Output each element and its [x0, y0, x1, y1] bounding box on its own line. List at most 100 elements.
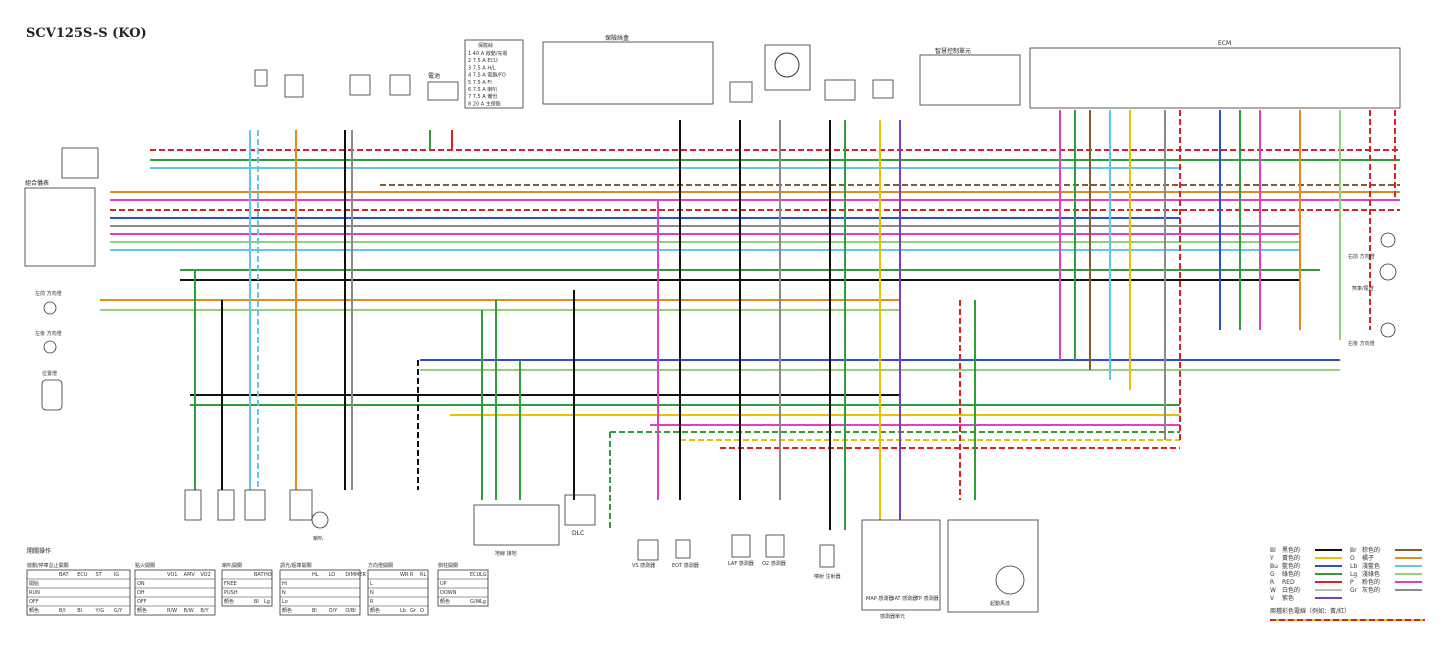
legend-name: 藍色的 [1282, 562, 1300, 570]
sensor-unit [861, 519, 941, 611]
dimmer-switch [61, 147, 99, 179]
dlc-label: DLC [572, 530, 584, 537]
right-components: 右前 方向燈 煞車/尾燈 右後 方向燈 [1348, 232, 1397, 347]
ecm-box [1029, 47, 1401, 109]
left-front-turn-lamp [43, 301, 57, 315]
switch-row-label: Lo [282, 599, 288, 605]
legend-code: Lg [1350, 571, 1357, 578]
left-rear-turn-lamp [43, 340, 57, 354]
battery-box [427, 81, 459, 101]
legend-code: G [1270, 571, 1275, 578]
legend-item: G 綠色的 [1270, 570, 1342, 578]
legend-item: Lb 淺藍色 [1350, 562, 1422, 570]
brake-switch-left [349, 74, 371, 96]
iat-sensor-label: IAT 感測器 [893, 595, 917, 602]
bottom-components: 喇叭 地線 接地 DLC VS 感測器 EOT 感測器 LAF 感測器 O2 感… [184, 489, 1039, 620]
switch-row-label: ON [137, 581, 145, 587]
switch-row-label: 顏色 [29, 607, 39, 614]
legend-item: Y 黃色的 [1269, 554, 1342, 562]
fuse-row: 3 7.5 A H/L [468, 65, 496, 71]
legend-code: P [1350, 579, 1354, 586]
legend-item: Lg 淺綠色 [1350, 570, 1422, 578]
fuse-row: 5 7.5 A FI [468, 80, 492, 86]
injector-label: 噴射 注射器 [814, 573, 841, 580]
switch-color-code: Gr [410, 608, 417, 614]
switch-col-header: AMV [184, 572, 196, 578]
fuse-row: 1 40 A 啟動/充電 [468, 50, 507, 57]
fuse-row: 4 7.5 A 電鎖/FO [468, 72, 506, 79]
legend-code: Lb [1350, 563, 1357, 570]
switch-conn-4 [289, 489, 313, 521]
switch-col-header: VO1 [167, 572, 177, 578]
legend-code: V [1270, 595, 1275, 602]
switch-row-label: FREE [224, 581, 237, 587]
right-rear-turn-lamp [1380, 322, 1396, 338]
switch-color-code: B/Y [200, 608, 209, 614]
switch-row-label: 顏色 [137, 607, 147, 614]
switch-row-label: DOWN [440, 590, 457, 596]
vs-sensor-label: VS 感測器 [632, 562, 655, 569]
switch-row-label: N [282, 590, 286, 596]
switch-conn-1 [184, 489, 202, 521]
switch-color-code: B/I [59, 608, 66, 614]
headlight-connector [254, 69, 268, 87]
sensor-unit-label: 感測器單元 [880, 613, 905, 620]
switch-row-label: OFF [137, 599, 147, 605]
legend-item: R RED [1270, 579, 1342, 586]
injector [819, 544, 835, 568]
switch-color-code: G/Y [114, 608, 124, 614]
right-front-turn-lamp [1380, 232, 1396, 248]
left-front-turn-label: 左前 方向燈 [35, 290, 62, 297]
legend-item: P 粉色的 [1350, 578, 1422, 586]
legend-name: 灰色的 [1362, 586, 1380, 594]
left-components: 組合儀表 左前 方向燈 左後 方向燈 位置燈 [24, 147, 99, 411]
legend-name: RED [1282, 579, 1295, 586]
switch-ops-title: 開關操作 [27, 547, 51, 555]
legend-code: Y [1269, 555, 1274, 562]
switch-row-label: 顏色 [224, 598, 234, 605]
switch-color-code: Lb [400, 608, 406, 614]
switch-col-header: HO [264, 572, 272, 578]
switch-conn-3 [244, 489, 266, 521]
eot-sensor [675, 539, 691, 559]
tail-lamp [1379, 263, 1397, 281]
switch-color-code: Lg [480, 599, 486, 605]
switch-color-code: O/Bl [345, 608, 355, 614]
vs-sensor [637, 539, 659, 561]
switch-table-title: 調光/超車開關 [280, 562, 312, 569]
legend-name: 橘子 [1362, 554, 1374, 562]
position-lamp-label: 位置燈 [42, 370, 57, 377]
legend-code: R [1270, 579, 1274, 586]
legend-code: O [1350, 555, 1355, 562]
fuse-row: 6 7.5 A 喇叭 [468, 86, 497, 93]
legend-name: 白色的 [1282, 586, 1300, 594]
smart-unit-label: 智慧控制單元 [935, 47, 971, 55]
legend-name: 淺綠色 [1362, 570, 1380, 578]
switch-color-code: B/W [184, 608, 194, 614]
legend-item: O 橘子 [1350, 554, 1422, 562]
legend-name: 黃色的 [1282, 554, 1300, 562]
o2-sensor [765, 534, 785, 558]
battery-label: 電池 [428, 72, 440, 80]
switch-col-header: IG [114, 572, 119, 578]
switch-conn-2 [217, 489, 235, 521]
sidestand-switch [872, 79, 894, 99]
meter-label: 組合儀表 [25, 179, 49, 187]
legend-name: 粉色的 [1362, 578, 1380, 586]
legend-code: Br [1350, 547, 1357, 554]
starter-relay-coil [774, 52, 800, 78]
switch-row-label: N [370, 590, 374, 596]
legend-name: 黑色的 [1282, 546, 1300, 554]
tp-sensor-label: TP 感測器 [915, 595, 939, 602]
switch-row-label: 開始 [29, 580, 39, 587]
switch-col-header: DIMMER [345, 572, 366, 578]
switch-color-code: R/W [167, 608, 177, 614]
legend-name: 綠色的 [1282, 570, 1300, 578]
legend-name: 淺藍色 [1362, 562, 1380, 570]
